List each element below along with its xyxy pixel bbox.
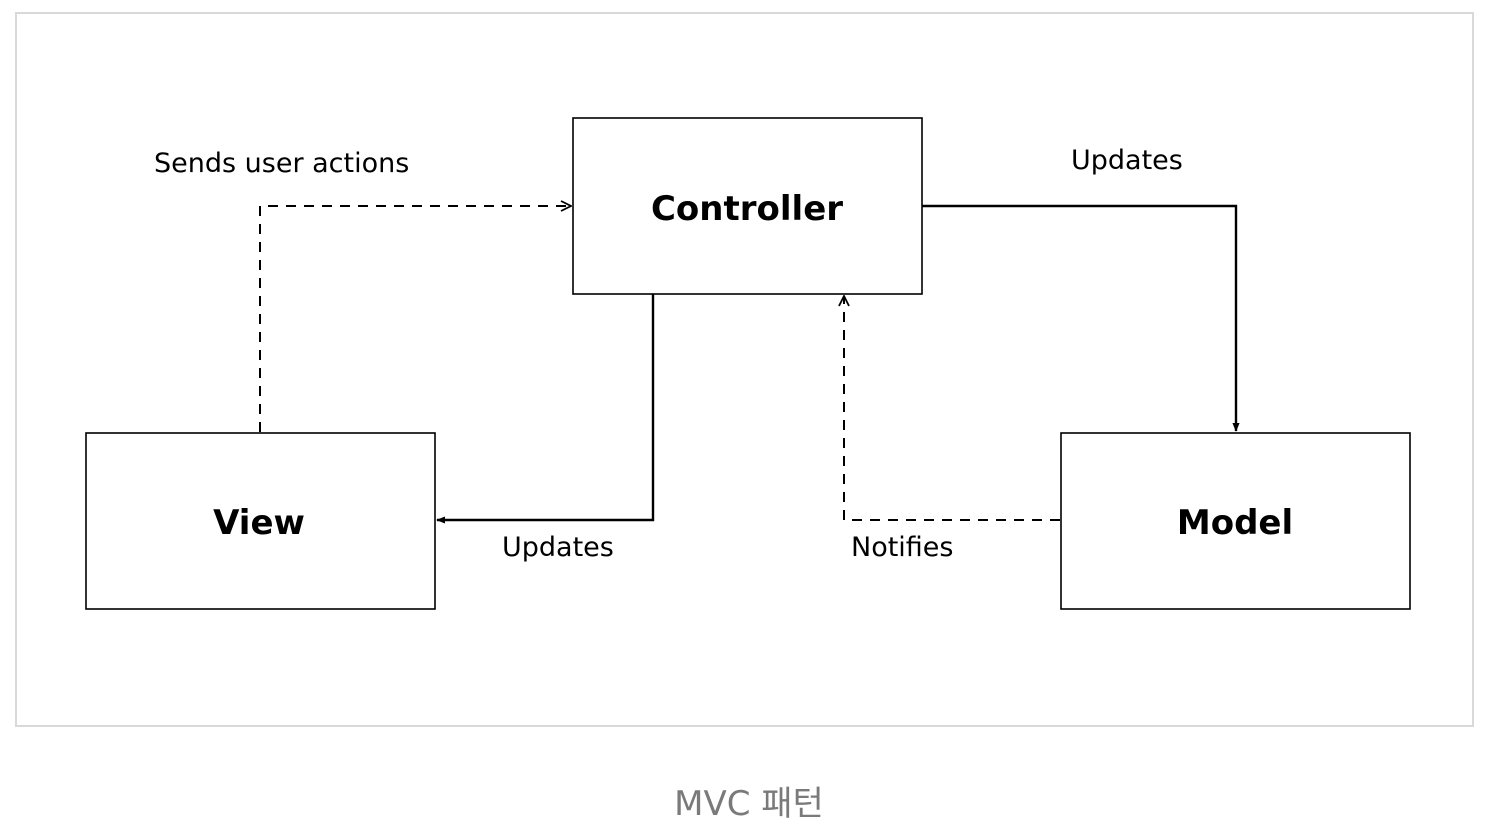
model-box <box>1060 432 1411 610</box>
edge-label-updates-model: Updates <box>1071 145 1183 176</box>
edge-label-updates-view: Updates <box>502 532 614 563</box>
edge-label-notifies: Notifies <box>851 532 954 563</box>
edge-label-sends-user-actions: Sends user actions <box>154 148 409 179</box>
edge-view-to-controller <box>259 206 571 432</box>
controller-box <box>572 117 923 295</box>
figure-caption: MVC 패턴 <box>674 784 824 824</box>
view-box <box>85 432 436 610</box>
controller-label: Controller <box>651 189 843 229</box>
model-label: Model <box>1177 503 1293 543</box>
view-label: View <box>213 503 305 543</box>
edge-controller-to-model <box>922 204 1240 432</box>
edge-model-to-controller <box>844 296 1060 521</box>
edge-controller-to-view <box>436 294 655 524</box>
